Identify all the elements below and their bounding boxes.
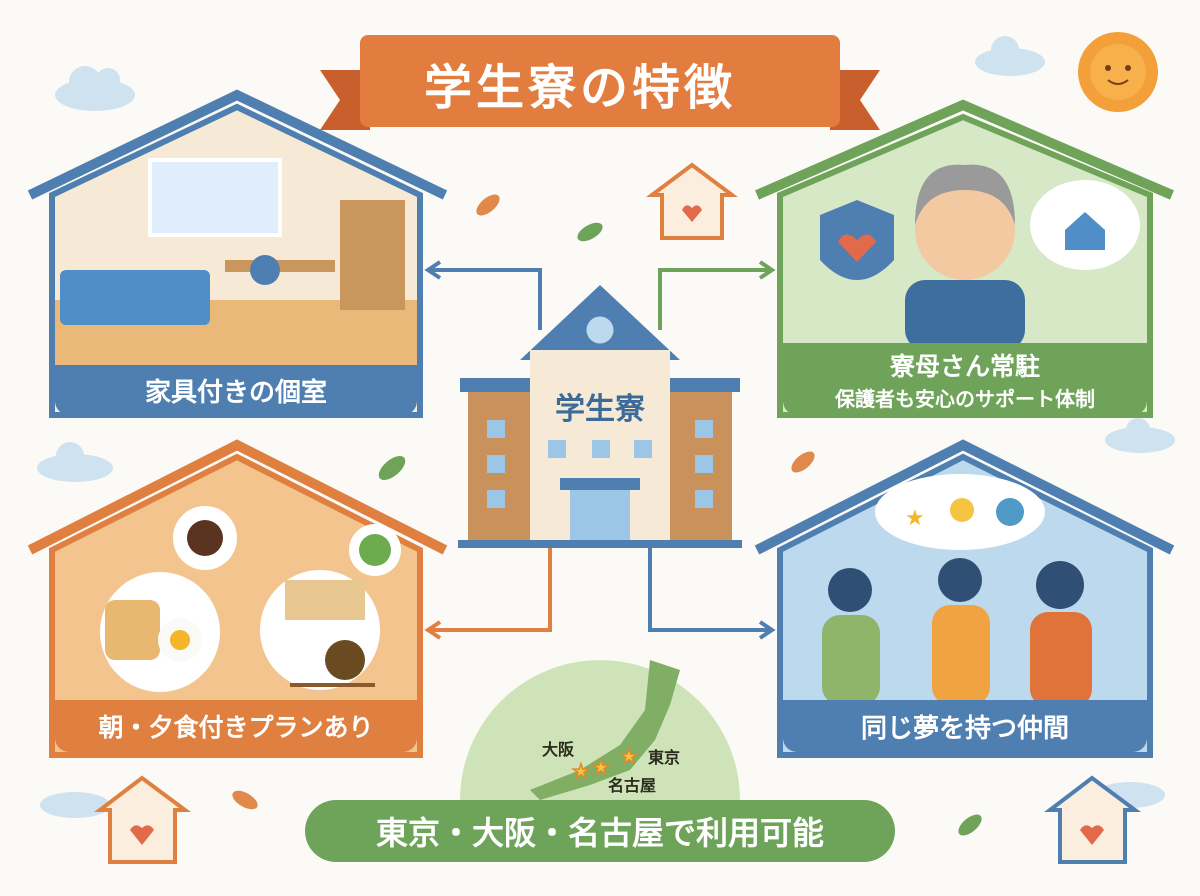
- feature-title: 家具付きの個室: [144, 377, 327, 408]
- feature-title: 寮母さん常駐: [889, 351, 1040, 381]
- feature-title: 朝・夕食付きプランあり: [98, 713, 374, 742]
- availability-banner: 東京・大阪・名古屋で利用可能: [305, 800, 895, 862]
- page-title: 学生寮の特徴: [423, 60, 736, 116]
- globe-icon: [996, 498, 1024, 526]
- building-label: 学生寮: [555, 392, 645, 427]
- feature-label-furnished-room: 家具付きの個室: [55, 365, 417, 415]
- feature-label-peers: 同じ夢を持つ仲間: [783, 700, 1147, 752]
- svg-text:★: ★: [572, 759, 590, 783]
- sun-icon: [1078, 32, 1158, 112]
- feature-title: 同じ夢を持つ仲間: [860, 713, 1069, 744]
- city-label-osaka: 大阪: [542, 740, 575, 759]
- dormitory-building: [458, 285, 742, 548]
- feature-subtitle: 保護者も安心のサポート体制: [835, 386, 1095, 411]
- city-label-nagoya: 名古屋: [608, 776, 657, 795]
- svg-text:★: ★: [592, 755, 610, 779]
- city-label-tokyo: 東京: [648, 748, 681, 767]
- cloud-icon: [37, 36, 1175, 818]
- feature-label-meal-plan: 朝・夕食付きプランあり: [55, 700, 417, 752]
- svg-text:★: ★: [620, 744, 638, 768]
- star-icon: ★: [905, 506, 925, 531]
- star-icon: ★★★: [571, 743, 638, 784]
- house-furnished-room: [27, 89, 448, 418]
- leaf-icon: [232, 194, 982, 836]
- house-meal-plan: [27, 439, 448, 758]
- house-dorm-mother: [754, 99, 1174, 418]
- connector-arrows: [424, 260, 776, 640]
- lightbulb-icon: [950, 498, 974, 522]
- house-peers: ★: [754, 439, 1175, 758]
- title-banner: [320, 35, 880, 130]
- heart-house-icon: [94, 162, 1142, 864]
- japan-map: ★★★: [460, 660, 740, 800]
- feature-label-dorm-mother: 寮母さん常駐 保護者も安心のサポート体制: [783, 343, 1147, 415]
